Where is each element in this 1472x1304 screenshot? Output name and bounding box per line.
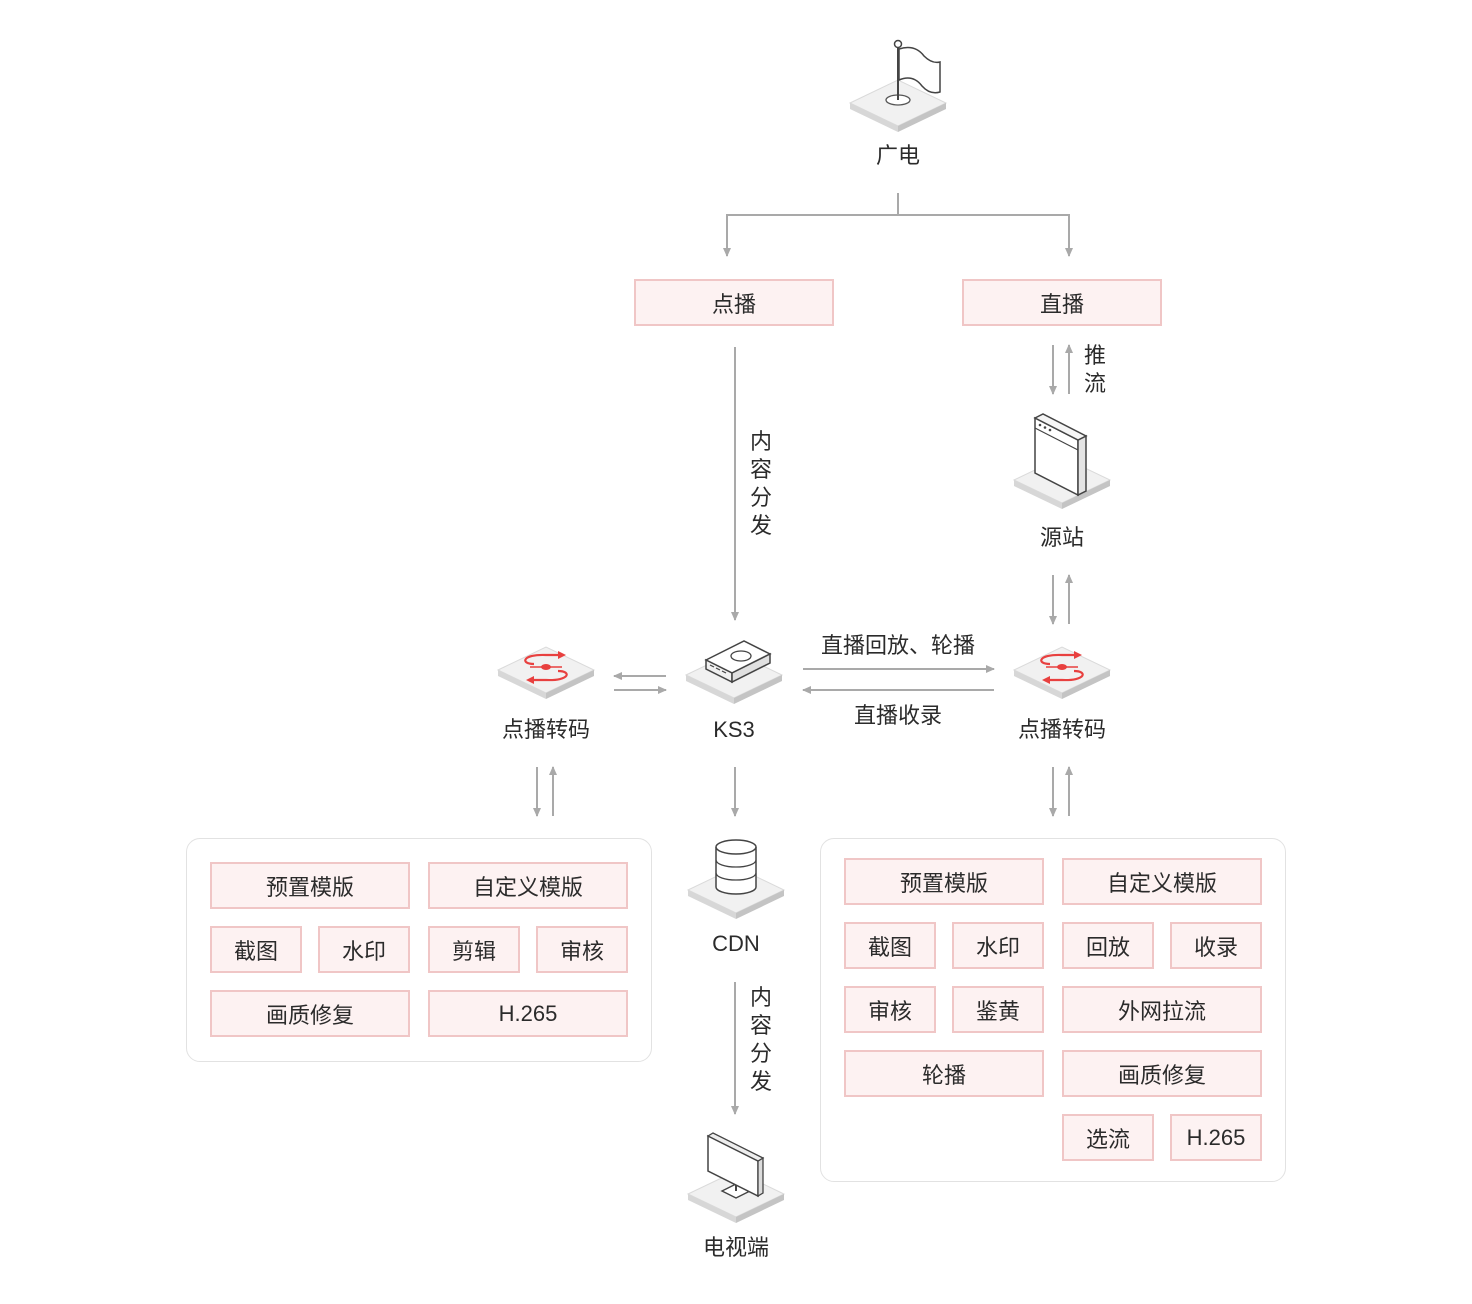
left-watermark[interactable]: 水印 bbox=[318, 926, 410, 973]
transcode-left-label: 点播转码 bbox=[501, 717, 590, 742]
left-preset-template[interactable]: 预置模版 bbox=[210, 862, 410, 909]
right-quality-repair[interactable]: 画质修复 bbox=[1062, 1050, 1262, 1097]
vod-box[interactable]: 点播 bbox=[634, 279, 834, 326]
live-playback-label: 直播回放、轮播 bbox=[820, 633, 975, 658]
push-stream-label: 推流 bbox=[1083, 343, 1106, 396]
cdn-label: CDN bbox=[712, 931, 760, 956]
right-custom-template[interactable]: 自定义模版 bbox=[1062, 858, 1262, 905]
right-record[interactable]: 收录 bbox=[1170, 922, 1262, 969]
right-porn-detect[interactable]: 鉴黄 bbox=[952, 986, 1044, 1033]
origin-label: 源站 bbox=[1039, 525, 1084, 550]
ks3-label: KS3 bbox=[713, 717, 755, 742]
tv-label: 电视端 bbox=[702, 1235, 769, 1260]
right-carousel[interactable]: 轮播 bbox=[844, 1050, 1044, 1097]
right-watermark[interactable]: 水印 bbox=[952, 922, 1044, 969]
right-stream-select[interactable]: 选流 bbox=[1062, 1114, 1154, 1161]
right-screenshot[interactable]: 截图 bbox=[844, 922, 936, 969]
transcode-right-label: 点播转码 bbox=[1017, 717, 1106, 742]
content-delivery-label-2: 内容分发 bbox=[749, 985, 772, 1094]
right-playback[interactable]: 回放 bbox=[1062, 922, 1154, 969]
right-h265[interactable]: H.265 bbox=[1170, 1114, 1262, 1161]
left-screenshot[interactable]: 截图 bbox=[210, 926, 302, 973]
left-review[interactable]: 审核 bbox=[536, 926, 628, 973]
live-box[interactable]: 直播 bbox=[962, 279, 1162, 326]
broadcast-label: 广电 bbox=[875, 143, 920, 168]
content-delivery-label-1: 内容分发 bbox=[749, 429, 772, 538]
left-clip[interactable]: 剪辑 bbox=[428, 926, 520, 973]
live-record-label: 直播收录 bbox=[853, 703, 942, 728]
left-h265[interactable]: H.265 bbox=[428, 990, 628, 1037]
right-review[interactable]: 审核 bbox=[844, 986, 936, 1033]
connector-broadcast-split bbox=[726, 214, 1070, 255]
right-external-pull[interactable]: 外网拉流 bbox=[1062, 986, 1262, 1033]
left-quality-repair[interactable]: 画质修复 bbox=[210, 990, 410, 1037]
right-preset-template[interactable]: 预置模版 bbox=[844, 858, 1044, 905]
left-custom-template[interactable]: 自定义模版 bbox=[428, 862, 628, 909]
